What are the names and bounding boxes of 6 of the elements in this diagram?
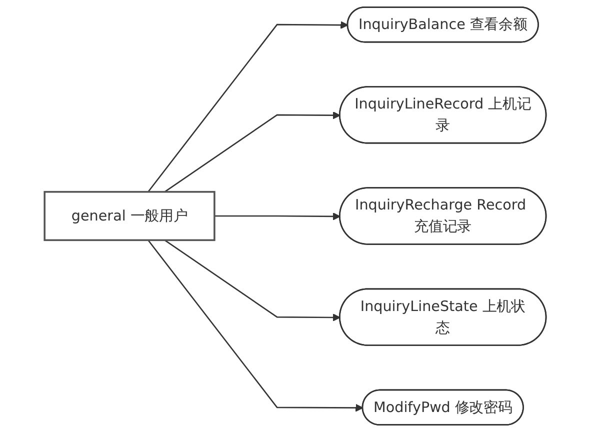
arrow bbox=[164, 240, 340, 322]
arrow bbox=[147, 21, 348, 192]
arrow bbox=[164, 111, 340, 192]
arrow bbox=[147, 240, 363, 412]
node-box: general 一般用户 bbox=[43, 190, 216, 242]
arrow bbox=[214, 212, 340, 220]
